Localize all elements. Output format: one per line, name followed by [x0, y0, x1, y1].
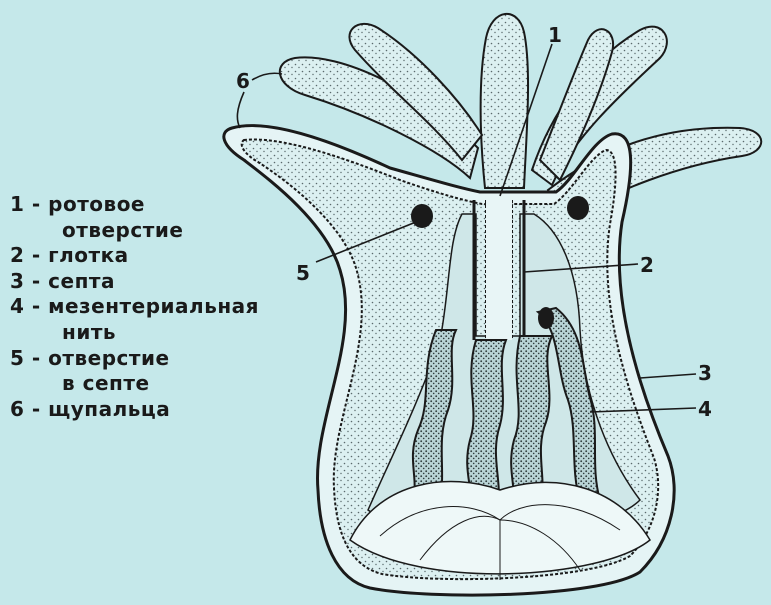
septal-opening-left — [411, 204, 433, 228]
legend-item-3: 3 - септа — [10, 269, 259, 295]
legend-item-1-cont: отверстие — [10, 218, 259, 244]
label-2: 2 — [640, 253, 654, 277]
label-6: 6 — [236, 69, 250, 93]
legend-item-2: 2 - глотка — [10, 243, 259, 269]
legend-item-6: 6 - щупальца — [10, 397, 259, 423]
label-3: 3 — [698, 361, 712, 385]
tentacle-center — [481, 14, 528, 188]
legend-item-4: 4 - мезентериальная — [10, 294, 259, 320]
legend: 1 - ротовое отверстие 2 - глотка 3 - сеп… — [10, 192, 259, 422]
septal-opening-right — [567, 196, 589, 220]
label-5: 5 — [296, 261, 310, 285]
legend-item-5: 5 - отверстие — [10, 346, 259, 372]
legend-item-5-cont: в септе — [10, 371, 259, 397]
label-4: 4 — [698, 397, 712, 421]
legend-item-1: 1 - ротовое — [10, 192, 259, 218]
label-1: 1 — [548, 23, 562, 47]
legend-item-4-cont: нить — [10, 320, 259, 346]
